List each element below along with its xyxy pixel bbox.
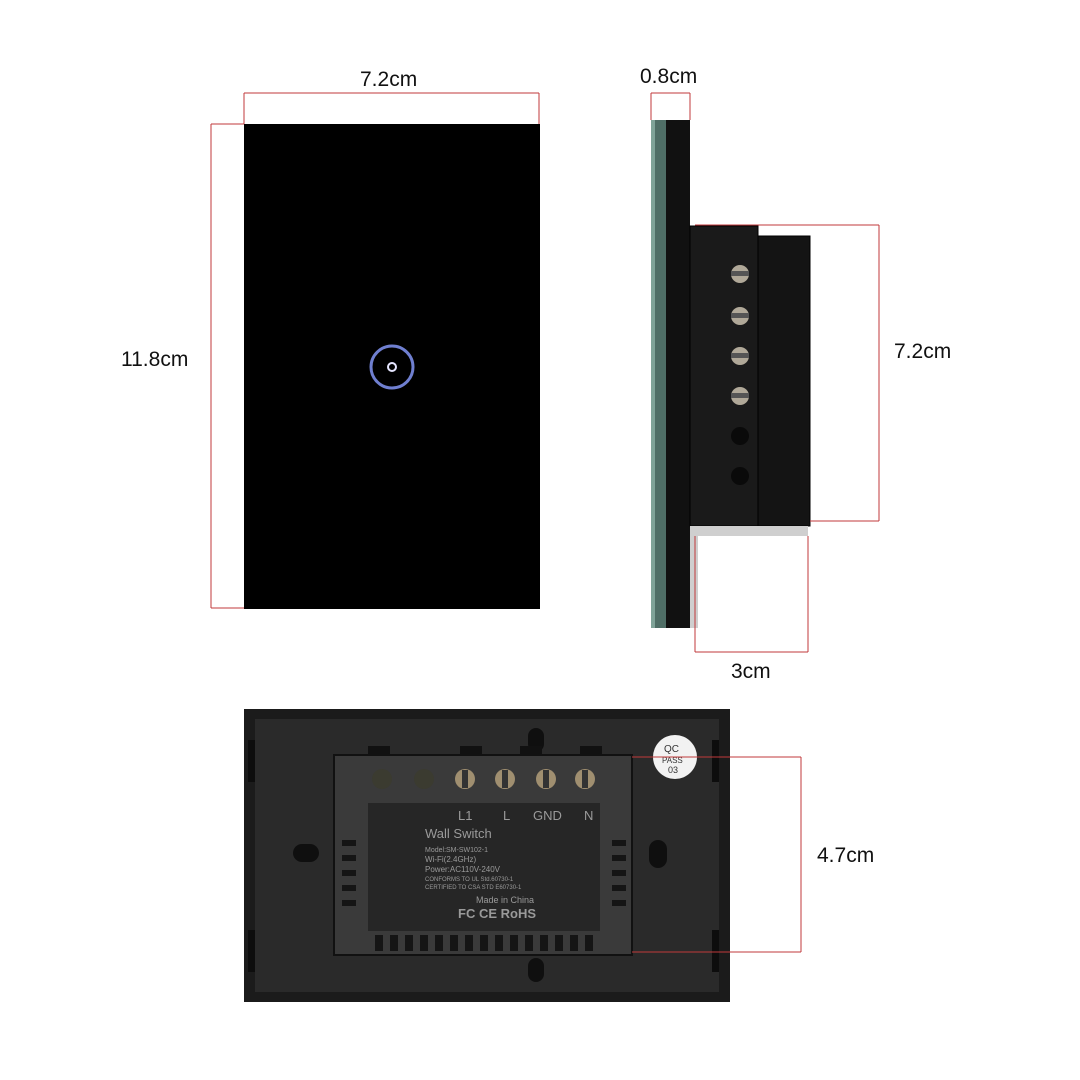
terminal-label-gnd: GND [533, 808, 562, 823]
label-power: Power:AC110V-240V [425, 865, 501, 874]
side-frame [666, 120, 690, 628]
back-view: L1 L GND N Wall Switch Model:SM-SW102-1 … [244, 709, 802, 1002]
front-panel [244, 124, 540, 609]
terminal-label-l: L [503, 808, 510, 823]
vent-slots [342, 840, 626, 951]
label-origin: Made in China [476, 895, 534, 905]
back-body-height-label: 4.7cm [817, 844, 875, 867]
side-depth-dimension [694, 536, 809, 653]
side-body-height-dimension [695, 224, 880, 522]
mounting-slot-left [293, 844, 319, 862]
front-width-dimension [243, 92, 540, 124]
side-bracket [690, 526, 808, 536]
front-width-label: 7.2cm [360, 68, 418, 91]
back-label-panel [368, 803, 600, 931]
side-body-rear [757, 235, 811, 527]
terminal-label-l1: L1 [458, 808, 472, 823]
label-model: Model:SM-SW102-1 [425, 847, 488, 854]
label-wifi: Wi-Fi(2.4GHz) [425, 855, 476, 864]
side-thickness-label: 0.8cm [640, 65, 698, 88]
screw-terminal-icon [731, 265, 749, 485]
back-label-text: L1 L GND N Wall Switch Model:SM-SW102-1 … [425, 808, 593, 921]
qc-line3: 03 [668, 765, 678, 775]
label-csa: CERTIFIED TO CSA STD E60730-1 [425, 885, 522, 891]
label-ul: CONFORMS TO UL Std.60730-1 [425, 877, 514, 883]
side-depth-label: 3cm [731, 660, 771, 683]
side-body-height-label: 7.2cm [894, 340, 952, 363]
front-height-label: 11.8cm [121, 348, 189, 371]
front-view [210, 92, 540, 609]
terminal-label-n: N [584, 808, 593, 823]
qc-line1: QC [664, 744, 679, 755]
label-certs: FC CE RoHS [458, 906, 536, 921]
label-title: Wall Switch [425, 826, 492, 841]
side-thickness-dimension [650, 92, 691, 120]
side-view [650, 92, 880, 653]
back-terminals [368, 746, 602, 789]
back-body-height-dimension [632, 756, 802, 953]
front-height-dimension [210, 123, 244, 609]
touch-button-icon [369, 344, 415, 390]
qc-line2: PASS [662, 756, 683, 765]
mounting-slot-right [649, 840, 667, 868]
